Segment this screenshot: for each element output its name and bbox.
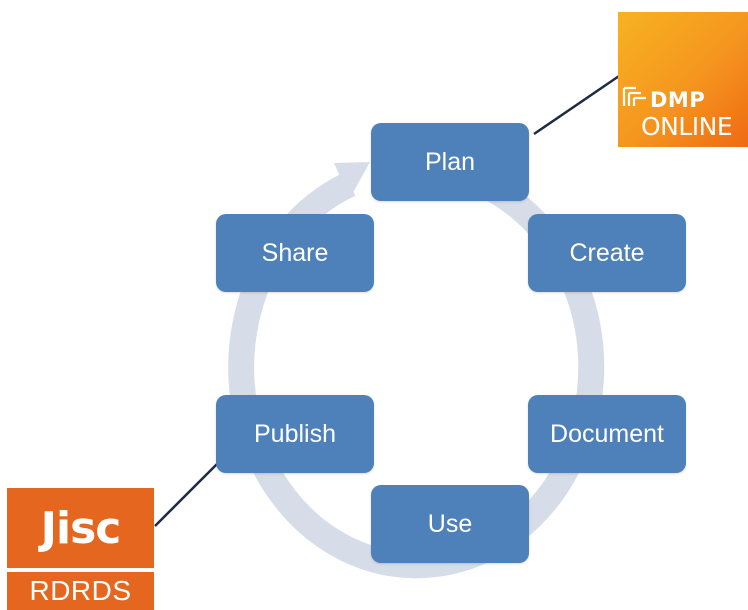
dmp-bracket-icon xyxy=(622,86,646,106)
document-node: Document xyxy=(528,395,686,473)
create-node: Create xyxy=(528,214,686,292)
dmp-connector-line xyxy=(533,72,623,136)
plan-node: Plan xyxy=(371,123,529,201)
use-node: Use xyxy=(371,485,529,563)
jisc-connector-line xyxy=(154,459,222,527)
rdrds-label: RDRDS xyxy=(7,572,154,610)
jisc-logo-word: Jisc xyxy=(40,502,122,554)
dmp-logo-subword: ONLINE xyxy=(641,112,733,141)
dmp-online-logo: DMP ONLINE xyxy=(618,12,748,147)
dmp-logo-word: DMP xyxy=(650,88,706,112)
share-node: Share xyxy=(216,214,374,292)
cycle-arrowhead xyxy=(334,162,370,198)
publish-node: Publish xyxy=(216,395,374,473)
jisc-logo: Jisc xyxy=(7,488,154,568)
